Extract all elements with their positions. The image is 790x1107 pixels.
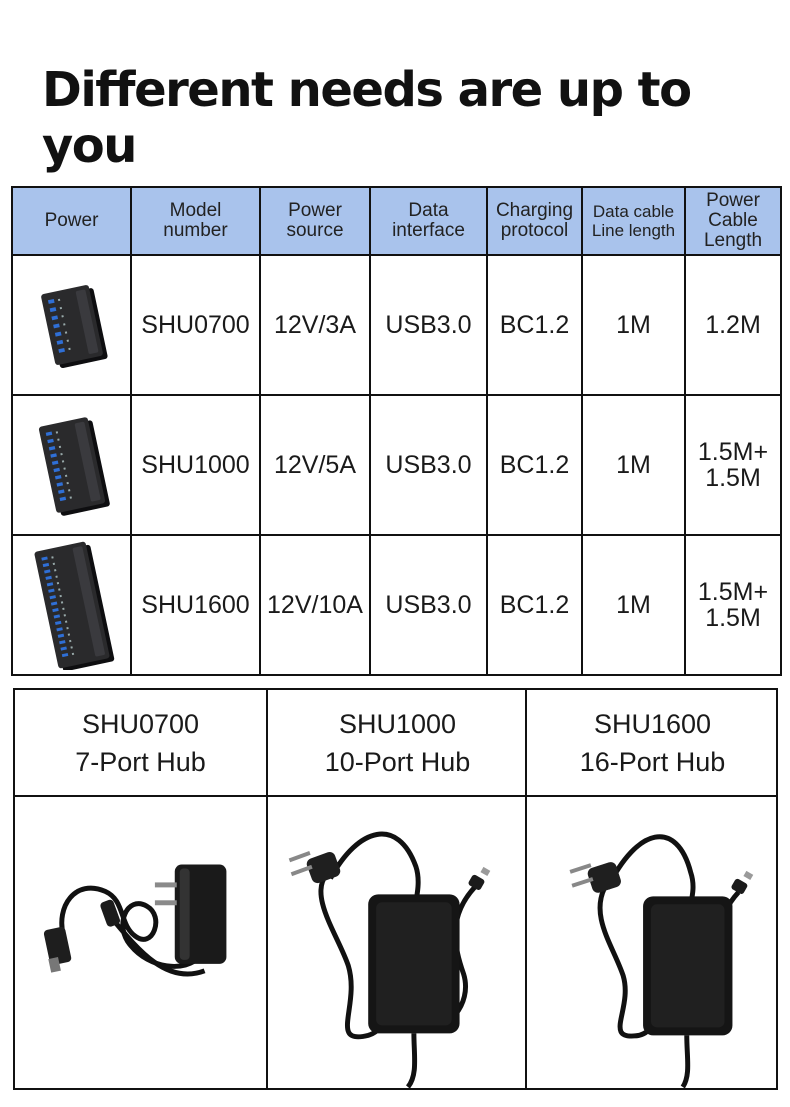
adapter-label: 16-Port Hub bbox=[579, 746, 726, 777]
data-interface-cell: USB3.0 bbox=[369, 394, 488, 536]
hub-image-cell bbox=[11, 534, 132, 676]
charging-protocol-cell: BC1.2 bbox=[486, 534, 583, 676]
adapter-header: SHU1600 16-Port Hub bbox=[527, 690, 778, 797]
charging-protocol-cell: BC1.2 bbox=[486, 394, 583, 536]
table-row: SHU0700 12V/3A USB3.0 BC1.2 1M 1.2M bbox=[11, 254, 782, 396]
power-brick-adapter-icon bbox=[288, 831, 491, 1088]
hub-image-cell bbox=[11, 254, 132, 396]
adapter-image bbox=[527, 797, 778, 1088]
adapter-grid: SHU0700 7-Port Hub SHU1000 10-Port Hub bbox=[13, 688, 778, 1090]
adapter-column: SHU1600 16-Port Hub bbox=[525, 690, 778, 1088]
data-cable-length-cell: 1M bbox=[581, 534, 686, 676]
adapter-header: SHU0700 7-Port Hub bbox=[15, 690, 266, 797]
adapter-column: SHU1000 10-Port Hub bbox=[266, 690, 527, 1088]
model-cell: SHU1000 bbox=[130, 394, 261, 536]
adapter-image bbox=[268, 797, 527, 1088]
adapter-label: 7-Port Hub bbox=[75, 746, 206, 777]
power-brick-adapter-icon bbox=[569, 834, 754, 1088]
power-source-cell: 12V/10A bbox=[259, 534, 371, 676]
data-cable-length-cell: 1M bbox=[581, 254, 686, 396]
power-cable-length-cell: 1.2M bbox=[684, 254, 782, 396]
power-source-cell: 12V/5A bbox=[259, 394, 371, 536]
usb-hub-icon bbox=[38, 417, 110, 516]
wall-plug-adapter-icon bbox=[43, 864, 227, 977]
adapter-model: SHU0700 bbox=[81, 708, 200, 739]
usb-hub-icon bbox=[40, 285, 108, 369]
adapter-image bbox=[15, 797, 266, 1088]
power-source-cell: 12V/3A bbox=[259, 254, 371, 396]
hub-image-cell bbox=[11, 394, 132, 536]
power-cable-length-cell: 1.5M+1.5M bbox=[684, 534, 782, 676]
adapter-column: SHU0700 7-Port Hub bbox=[15, 690, 266, 1088]
model-cell: SHU0700 bbox=[130, 254, 261, 396]
charging-protocol-cell: BC1.2 bbox=[486, 254, 583, 396]
model-cell: SHU1600 bbox=[130, 534, 261, 676]
adapter-model: SHU1000 bbox=[338, 708, 457, 739]
header-power: Power bbox=[11, 186, 132, 256]
adapter-model: SHU1600 bbox=[593, 708, 712, 739]
adapter-label: 10-Port Hub bbox=[324, 746, 471, 777]
usb-hub-icon bbox=[34, 541, 114, 670]
table-row: SHU1600 12V/10A USB3.0 BC1.2 1M 1.5M+1.5… bbox=[11, 534, 782, 676]
power-cable-length-cell: 1.5M+1.5M bbox=[684, 394, 782, 536]
data-interface-cell: USB3.0 bbox=[369, 534, 488, 676]
data-interface-cell: USB3.0 bbox=[369, 254, 488, 396]
data-cable-length-cell: 1M bbox=[581, 394, 686, 536]
page-title: Different needs are up to you bbox=[42, 62, 692, 174]
table-row: SHU1000 12V/5A USB3.0 BC1.2 1M 1.5M+1.5M bbox=[11, 394, 782, 536]
adapter-header: SHU1000 10-Port Hub bbox=[268, 690, 527, 797]
